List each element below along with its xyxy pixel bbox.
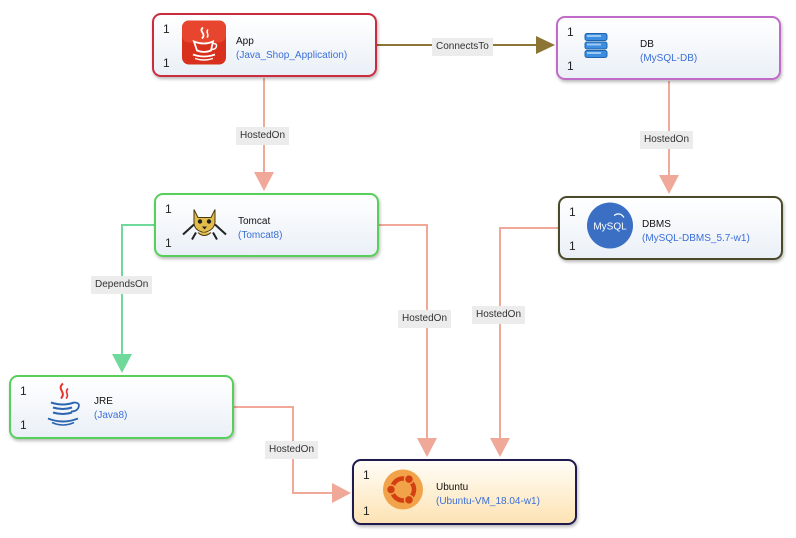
node-title: App	[236, 36, 254, 47]
node-title: Ubuntu	[436, 482, 469, 493]
node-title: DBMS	[642, 219, 671, 230]
multiplicity-top: 1	[567, 25, 574, 39]
node-subtitle: (Tomcat8)	[238, 230, 283, 241]
node-subtitle: (MySQL-DBMS_5.7-w1)	[642, 233, 750, 244]
edge-dbms-hostedon-ubuntu[interactable]	[490, 227, 558, 457]
java-icon	[43, 381, 83, 434]
svg-text:MySQL: MySQL	[593, 222, 627, 233]
node-title: DB	[640, 39, 654, 50]
java-icon	[182, 20, 226, 70]
multiplicity-bottom: 1	[165, 236, 172, 250]
edge-tomcat-dependson-jre[interactable]	[112, 224, 154, 373]
node-title: Tomcat	[238, 216, 271, 227]
node-subtitle: (Ubuntu-VM_18.04-w1)	[436, 496, 540, 507]
database-icon	[584, 33, 608, 64]
multiplicity-top: 1	[163, 22, 170, 36]
node-tomcat[interactable]: 1 1 Tomcat (Tomcat8)	[154, 193, 379, 257]
ubuntu-icon	[382, 469, 424, 516]
multiplicity-top: 1	[363, 468, 370, 482]
multiplicity-bottom: 1	[163, 56, 170, 70]
edge-label-db-dbms-hostedon: HostedOn	[640, 131, 694, 149]
edge-label-jre-ubuntu-hostedon: HostedOn	[265, 441, 319, 459]
node-title: JRE	[94, 396, 113, 407]
multiplicity-bottom: 1	[363, 504, 370, 518]
node-db[interactable]: 1 1 DB (MySQL-DB)	[556, 16, 781, 80]
node-dbms[interactable]: 1 1 MySQL DBMS (MySQL-DBMS_5.7-w1)	[558, 196, 783, 260]
edge-tomcat-hostedon-ubuntu[interactable]	[379, 224, 437, 457]
node-ubuntu[interactable]: 1 1 Ubuntu (Ubuntu-VM_18.04-w1)	[352, 459, 577, 525]
multiplicity-bottom: 1	[567, 59, 574, 73]
tomcat-icon	[180, 205, 230, 246]
mysql-icon: MySQL	[586, 202, 634, 255]
multiplicity-bottom: 1	[569, 239, 576, 253]
edge-label-dependson: DependsOn	[91, 276, 153, 294]
edge-label-tomcat-ubuntu-hostedon: HostedOn	[398, 310, 452, 328]
node-subtitle: (MySQL-DB)	[640, 53, 698, 64]
multiplicity-bottom: 1	[20, 418, 27, 432]
multiplicity-top: 1	[165, 202, 172, 216]
node-subtitle: (Java8)	[94, 410, 128, 421]
edge-label-dbms-ubuntu-hostedon: HostedOn	[472, 306, 526, 324]
node-subtitle: (Java_Shop_Application)	[236, 50, 348, 61]
edge-label-app-tomcat-hostedon: HostedOn	[236, 127, 290, 145]
node-jre[interactable]: 1 1 JRE (Java8)	[9, 375, 234, 439]
node-app[interactable]: 1 1 App (Java_Shop_Application)	[152, 13, 377, 77]
multiplicity-top: 1	[20, 384, 27, 398]
multiplicity-top: 1	[569, 205, 576, 219]
edge-label-connectsto: ConnectsTo	[432, 38, 493, 56]
